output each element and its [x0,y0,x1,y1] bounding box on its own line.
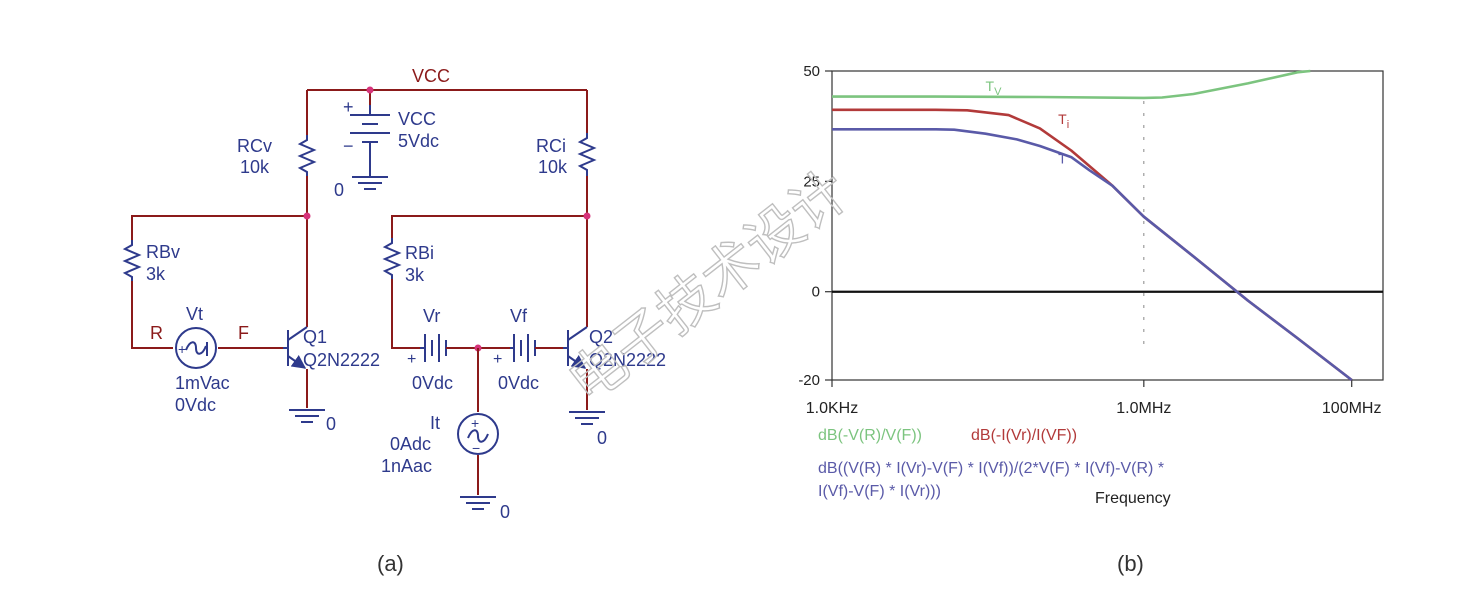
circuit-schematic: VCC + − VCC 5Vdc 0 RCv 10k RCi 10k [122,66,666,522]
ground-icon [569,411,605,425]
node-f-label: F [238,323,249,343]
series-label-t: T [1058,151,1067,167]
vf-value: 0Vdc [498,373,539,393]
vt-plus-sign: + [178,341,186,357]
legend-t-line1: dB((V(R) * I(Vr)-V(F) * I(Vf))/(2*V(F) *… [818,460,1164,477]
x-tick-label: 1.0MHz [1116,400,1171,417]
vcc-source-name: VCC [398,109,436,129]
it-plus-sign: + [471,415,479,431]
legend-t-line2: I(Vf)-V(F) * I(Vr))) [818,483,941,500]
vcc-battery-symbol [350,105,390,172]
series-line-t [832,128,1353,382]
series-label-ti: Ti [1058,111,1069,131]
it-minus-sign: − [472,440,480,456]
y-tick-label: 0 [812,284,820,301]
ground-icon [289,409,325,423]
vr-plus-sign: + [407,351,416,368]
rbi-value: 3k [405,265,425,285]
vcc-plus-sign: + [343,97,354,117]
vcc-minus-sign: − [343,136,354,156]
it-source-circle [457,413,499,455]
rci-name: RCi [536,136,566,156]
ground-label-it: 0 [500,502,510,522]
it-dc-value: 0Adc [390,434,431,454]
it-name: It [430,413,440,433]
rcv-name: RCv [237,136,272,156]
series-line-tv [832,69,1311,100]
rbi-top-wire [391,215,587,238]
ground-label-q2: 0 [597,428,607,448]
chart-plot-frame [831,70,1384,381]
q1-name: Q1 [303,327,327,347]
vt-ac-value: 1mVac [175,373,230,393]
rcv-resistor-symbol [297,135,317,176]
it-sine-icon [467,429,489,443]
q2-transistor-symbol [563,326,588,369]
vt-source-circle [175,327,217,369]
y-tick-label: 25 [803,173,820,190]
legend-ti: dB(-I(Vr)/I(VF)) [971,427,1077,444]
it-ac-value: 1nAac [381,456,432,476]
caption-a: (a) [377,551,404,576]
x-axis-label: Frequency [1095,490,1171,507]
vcc-source-value: 5Vdc [398,131,439,151]
vt-sine-icon [185,341,207,355]
x-tick-label: 100MHz [1322,400,1382,417]
vf-name: Vf [510,306,528,326]
series-label-tv: TV [986,78,1003,98]
vt-left-wire [131,281,173,349]
rbv-top-wire [131,215,307,240]
q2-model: Q2N2222 [589,350,666,370]
vr-left-wire [391,279,420,349]
rbi-node-dot [583,212,591,220]
vr-battery-symbol [420,334,447,362]
rbv-resistor-symbol [122,240,142,281]
ground-label-vcc: 0 [334,180,344,200]
rci-value: 10k [538,157,568,177]
vt-name: Vt [186,304,203,324]
ground-icon [352,172,388,190]
y-tick-label: -20 [798,372,820,389]
ground-label-q1: 0 [326,414,336,434]
node-r-label: R [150,323,163,343]
q1-transistor-symbol [283,326,308,369]
rbv-node-dot [303,212,311,220]
vcc-node-dot [366,86,374,94]
q1-model: Q2N2222 [303,350,380,370]
vr-value: 0Vdc [412,373,453,393]
q2-name: Q2 [589,327,613,347]
vcc-net-label: VCC [412,66,450,86]
rbv-value: 3k [146,264,166,284]
legend-tv: dB(-V(R)/V(F)) [818,427,922,444]
bode-chart: 50 25 0 -20 1.0KHz 1.0MHz 100MHz TV TiT Frequenc… [798,63,1384,507]
ground-icon [460,496,496,510]
x-tick-label: 1.0KHz [806,400,858,417]
vr-name: Vr [423,306,440,326]
caption-b: (b) [1117,551,1144,576]
vf-plus-sign: + [493,351,502,368]
rci-resistor-symbol [577,133,597,176]
rcv-value: 10k [240,157,270,177]
rbi-resistor-symbol [382,238,402,279]
vt-dc-value: 0Vdc [175,395,216,415]
vf-battery-symbol [510,334,536,362]
rbi-name: RBi [405,243,434,263]
rbv-name: RBv [146,242,180,262]
y-tick-label: 50 [803,63,820,80]
